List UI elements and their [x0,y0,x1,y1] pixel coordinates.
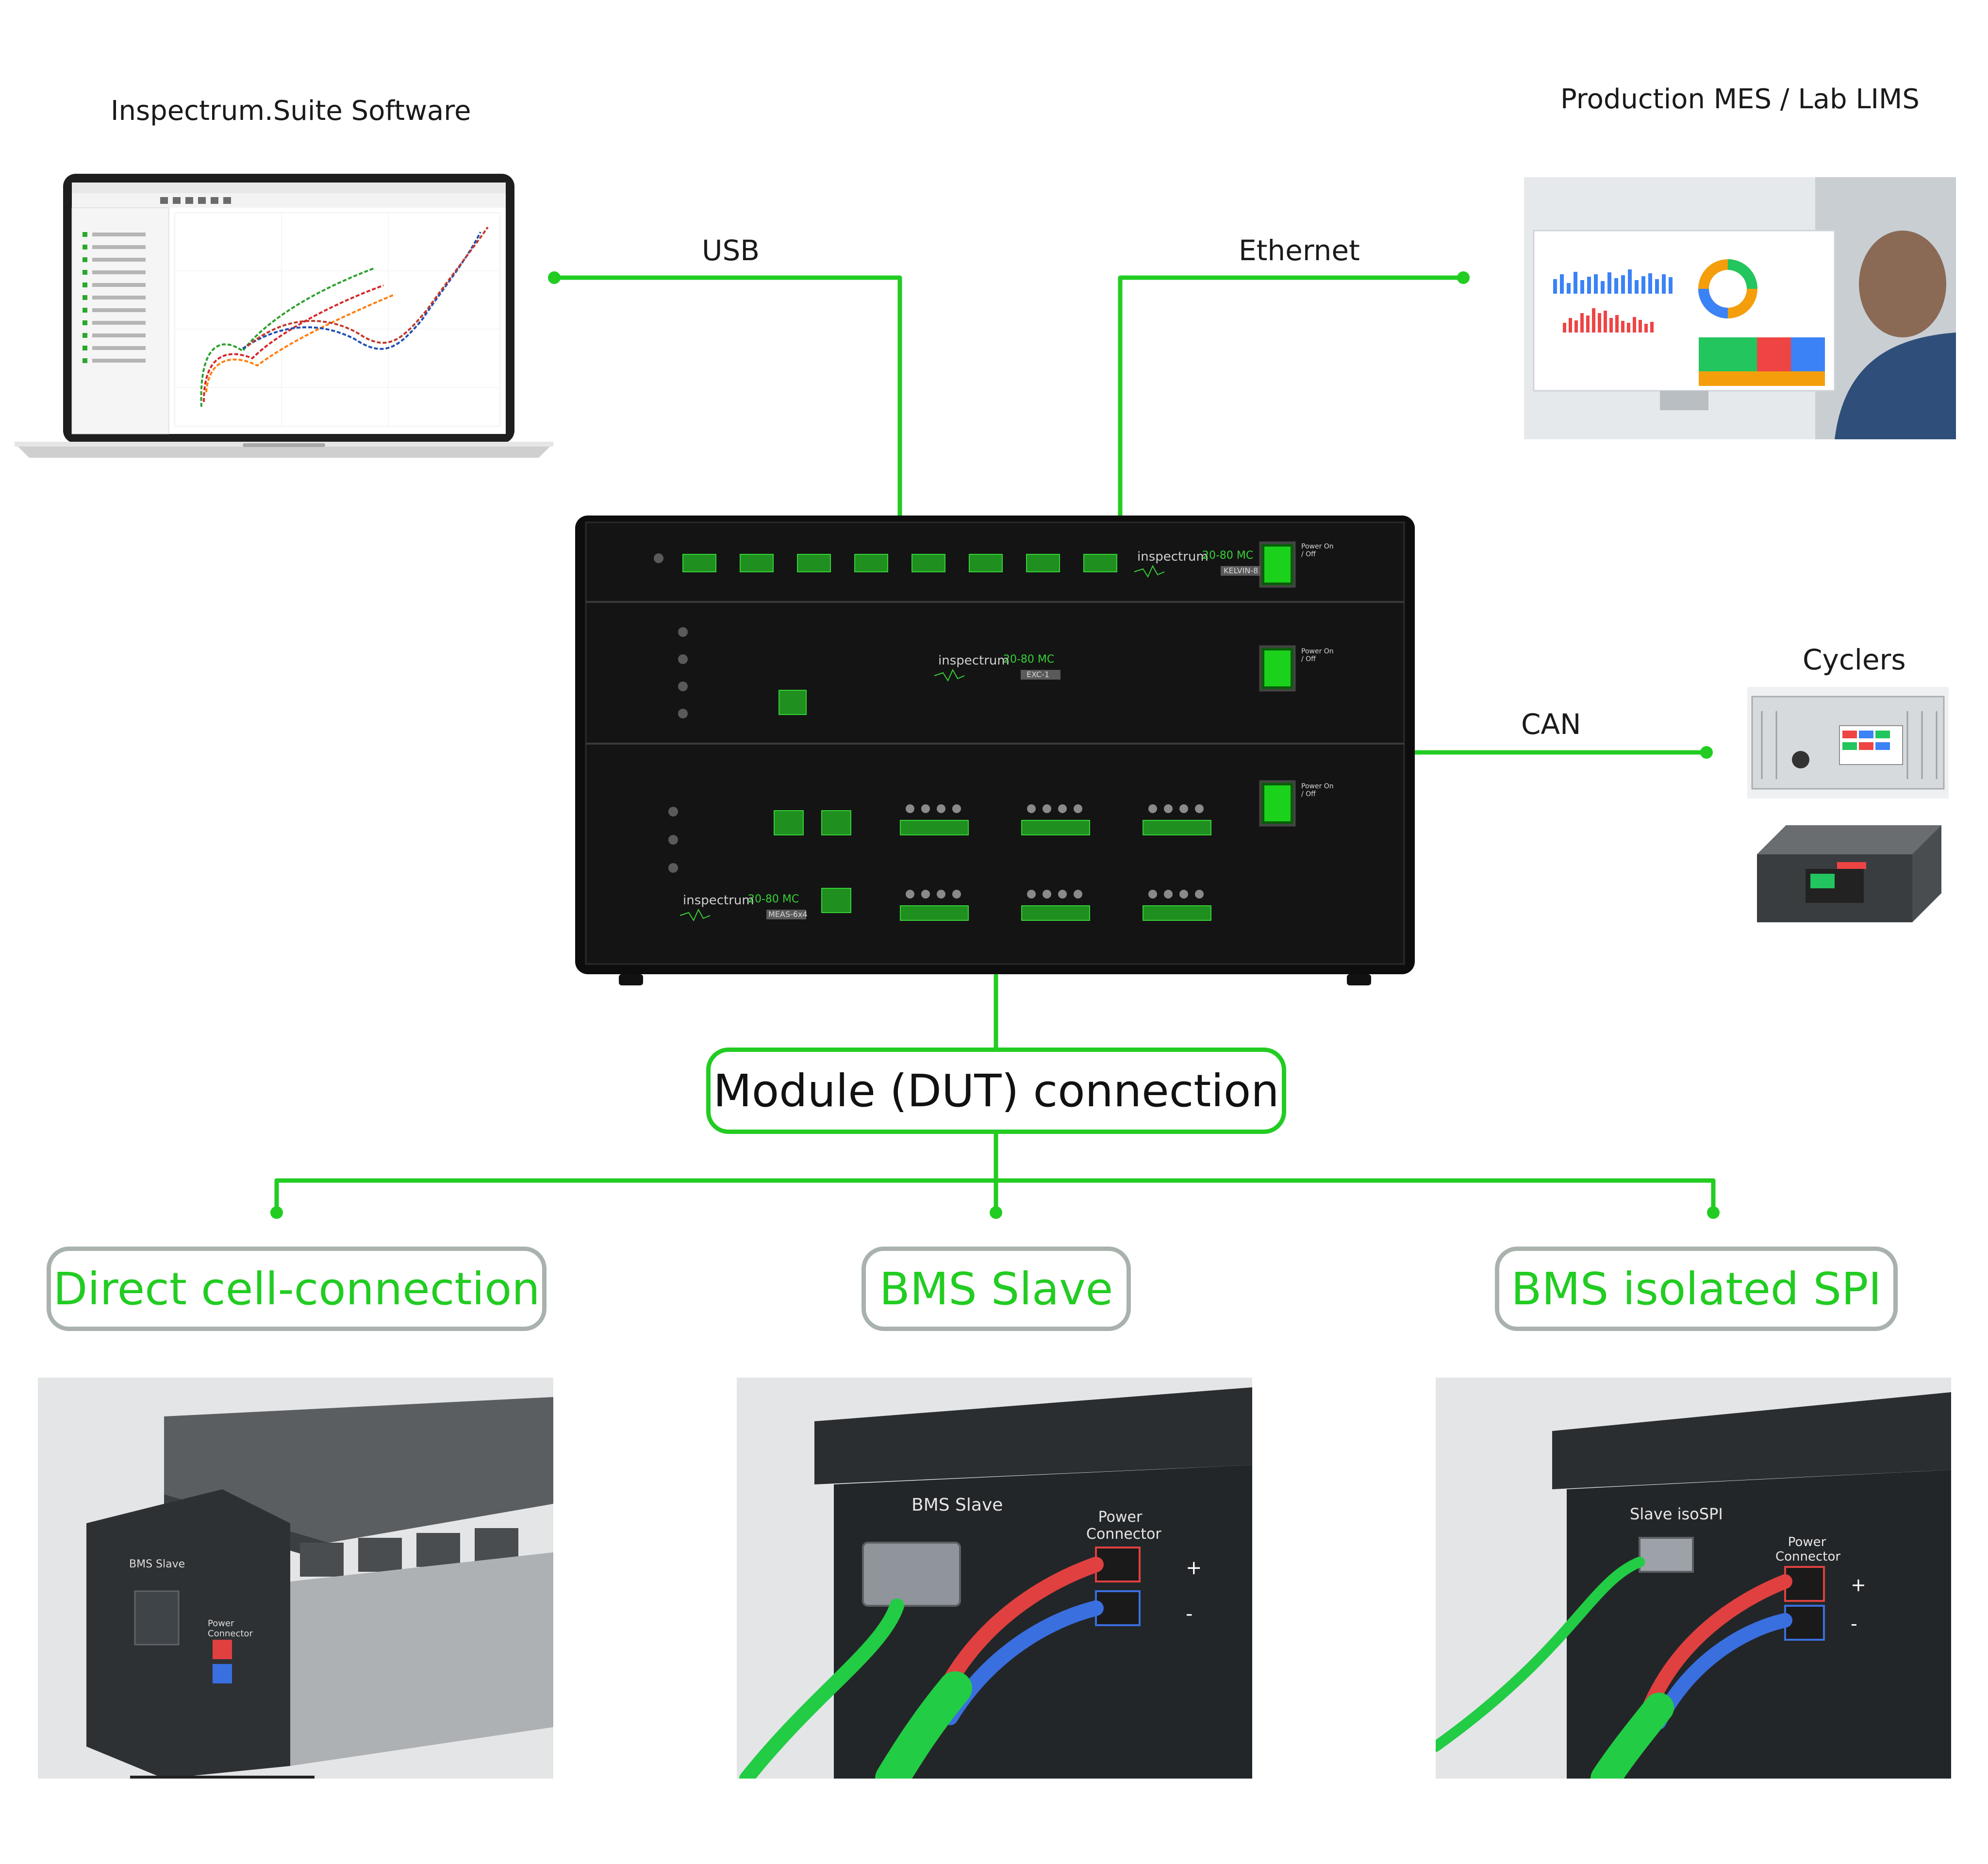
svg-text:-: - [1186,1603,1193,1625]
usb-end-dot [548,271,561,284]
svg-text:-: - [1851,1613,1857,1634]
module-dut-connection-box: Module (DUT) connection [706,1048,1286,1134]
device-model-kelvin: 20-80 MC [1202,549,1254,562]
branch-left-dot [270,1206,283,1219]
can-end-dot [1700,746,1713,759]
cycler-rack-image [1747,687,1949,799]
device-model-exc: 20-80 MC [1003,653,1055,666]
mes-lims-photo [1524,177,1956,439]
bms-isolated-spi-box: BMS isolated SPI [1495,1247,1898,1331]
device-brand-exc: inspectrum [938,653,1010,668]
module-kelvin: KELVIN-8 [1224,566,1259,575]
svg-text:+: + [1186,1557,1202,1579]
bms-isospi-photo: + - Slave isoSPI Power Connector [1436,1378,1951,1779]
branch-center-dot [990,1206,1002,1219]
ethernet-label: Ethernet [1239,234,1360,267]
direct-bms-slave-label: BMS Slave [129,1558,185,1570]
bms-slave-box: BMS Slave [861,1247,1131,1331]
ethernet-line [1118,275,1466,519]
device-model-meas: 20-80 MC [748,893,799,905]
inspectrum-device: inspectrum 20-80 MC KELVIN-8 inspectrum … [575,516,1415,985]
bms-slave-photo: + - BMS Slave Power Connector [737,1378,1252,1779]
slave-isospi-label: Slave isoSPI [1630,1505,1723,1523]
power-label-2: Power On / Off [1301,648,1334,663]
direct-cell-connection-box: Direct cell-connection [47,1247,547,1331]
device-brand-kelvin: inspectrum [1137,549,1209,564]
module-meas: MEAS-6x4 [768,910,808,919]
ethernet-end-dot [1457,271,1470,284]
can-label: CAN [1521,708,1581,741]
branch-right-dot [1707,1206,1720,1219]
direct-cell-photo: BMS Slave Power Connector [38,1378,553,1779]
power-label-3: Power On / Off [1301,782,1334,798]
software-label: Inspectrum.Suite Software [111,95,471,127]
laptop-software-illustration [15,174,553,458]
cycler-chassis-image [1747,816,1949,927]
bms-slave-port-label: BMS Slave [911,1495,1003,1515]
usb-label: USB [702,234,760,267]
direct-power-connector-label: Power Connector [208,1618,253,1639]
bms-slave-power-connector-label: Power Connector [1086,1509,1161,1543]
device-brand-meas: inspectrum [683,893,754,908]
isospi-power-connector-label: Power Connector [1775,1535,1841,1564]
power-label-1: Power On / Off [1301,543,1334,558]
usb-line [552,275,902,519]
module-exc: EXC-1 [1027,670,1050,679]
cyclers-label: Cyclers [1803,643,1906,676]
mes-label: Production MES / Lab LIMS [1560,83,1920,115]
svg-text:+: + [1851,1574,1866,1596]
